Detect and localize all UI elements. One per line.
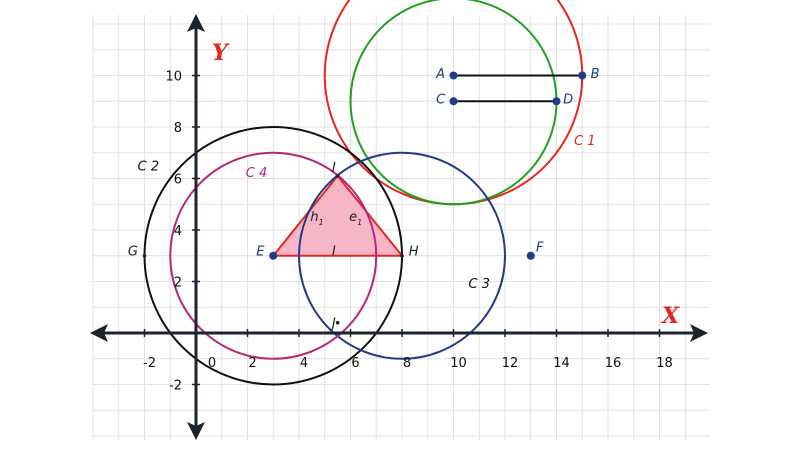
axes: X Y -2 0 2 4 6 8 10 12 14 16 18 -2 2 4 6 8 10: [90, 14, 708, 440]
circle-c4: [169, 151, 378, 360]
x-axis-label: X: [660, 303, 680, 329]
y-tick-label: 8: [174, 121, 182, 136]
y-tick-label: 4: [174, 224, 182, 239]
label-i: I: [332, 245, 336, 260]
x-axis-arrow-right: [690, 324, 708, 342]
x-tick-label: 2: [248, 356, 256, 371]
y-tick-label: 6: [174, 173, 182, 188]
label-c1: C 1: [574, 134, 595, 149]
x-tick-label: 16: [605, 356, 622, 371]
label-c: C: [436, 93, 446, 108]
point-G: [142, 253, 147, 258]
label-h: H: [409, 245, 419, 260]
label-a: A: [435, 67, 445, 82]
label-c4: C 4: [246, 166, 267, 181]
labels: A B C D E F G H I J I C 1 C 2 C 3 C 4 h1 e1: [128, 67, 600, 332]
point-E: [269, 251, 278, 260]
label-d: D: [563, 93, 573, 108]
label-i: I: [332, 161, 336, 176]
point-H: [400, 253, 404, 258]
y-tick-label: -2: [169, 379, 182, 394]
x-tick-label: 0: [208, 356, 216, 371]
side-label-e1: e1: [349, 210, 362, 227]
x-tick-label: 10: [450, 356, 467, 371]
label-e: E: [256, 245, 265, 260]
point-D: [552, 97, 561, 106]
shapes: [143, 0, 584, 386]
triangle-EIH: [271, 174, 405, 257]
y-axis-arrow-down: [187, 422, 205, 440]
point-I: [335, 174, 340, 178]
points: [142, 71, 587, 325]
y-tick-label: 10: [165, 70, 182, 85]
y-tick-label: 2: [174, 276, 182, 291]
x-tick-label: 6: [351, 356, 359, 371]
x-tick-label: 18: [656, 356, 673, 371]
point-C: [449, 97, 458, 106]
label-g: G: [128, 245, 138, 260]
x-tick-label: 14: [553, 356, 570, 371]
y-axis-label: Y: [212, 40, 230, 66]
point-J: [335, 320, 340, 325]
x-tick-label: -2: [143, 356, 156, 371]
point-B: [578, 71, 587, 80]
side-label-h1: h1: [310, 210, 323, 227]
label-j: J: [329, 317, 336, 332]
point-F: [526, 251, 535, 260]
label-c2: C 2: [138, 160, 159, 175]
x-axis-arrow-left: [90, 324, 108, 342]
x-tick-label: 4: [300, 356, 308, 371]
point-A: [449, 71, 458, 80]
label-b: B: [591, 67, 600, 82]
label-f: F: [536, 241, 544, 256]
y-axis-arrow-up: [187, 14, 205, 32]
x-tick-label: 8: [403, 356, 411, 371]
circle-c3: [298, 151, 506, 360]
grid: [92, 15, 710, 440]
label-c3: C 3: [469, 277, 490, 292]
x-tick-label: 12: [502, 356, 519, 371]
